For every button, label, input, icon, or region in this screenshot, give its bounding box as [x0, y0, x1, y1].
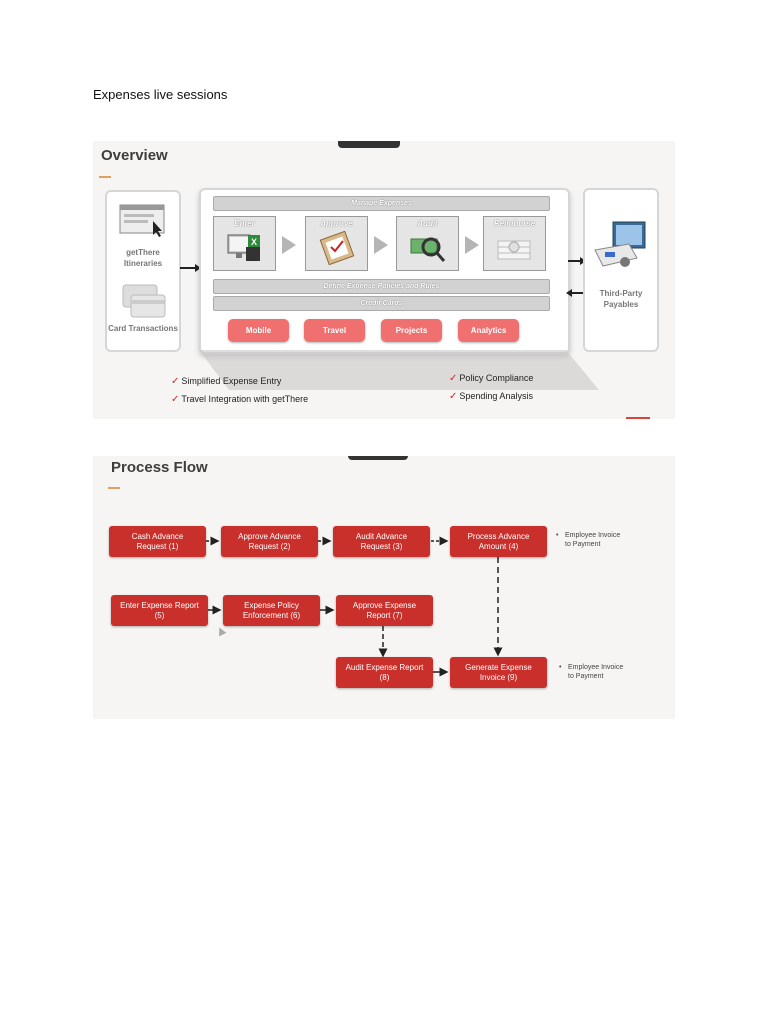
panel-floor-shadow: [199, 350, 599, 390]
process-box-8: Audit Expense Report(8): [336, 657, 433, 688]
credit-cards-bar: Credit Cards: [213, 296, 550, 311]
overview-slide: Overview getThere Itineraries Card Trans…: [93, 141, 675, 419]
check-icon: ✓: [171, 394, 180, 405]
computer-spreadsheet-icon: X: [227, 234, 260, 261]
check-icon: ✓: [449, 391, 458, 402]
channel-projects: Projects: [381, 319, 442, 342]
process-flow-title: Process Flow: [111, 459, 208, 476]
title-underline: [99, 176, 111, 178]
channel-travel: Travel: [304, 319, 365, 342]
credit-cards-icon: [122, 284, 166, 318]
getthere-label: getThere Itineraries: [123, 248, 163, 268]
coin-stack-icon: [497, 240, 531, 260]
magnifier-money-icon: [410, 237, 446, 262]
card-transactions-label: Card Transactions: [108, 324, 178, 333]
check-icon: ✓: [171, 376, 180, 387]
browser-cursor-icon: [119, 204, 165, 237]
right-payables-panel: Third-Party Payables: [583, 188, 659, 352]
document-heading: Expenses live sessions: [93, 87, 228, 102]
title-underline: [108, 487, 120, 489]
manage-expenses-panel: Manage Expenses Enter X Approve Audi: [199, 188, 570, 354]
check-icon: ✓: [449, 373, 458, 384]
arrow-out-to-payables: [568, 257, 586, 265]
define-policies-bar: Define Expense Policies and Rules: [213, 279, 550, 294]
step-arrow-1: [282, 236, 296, 254]
benefit-item: ✓Simplified Expense Entry: [171, 376, 282, 387]
benefit-item: ✓Policy Compliance: [449, 373, 534, 384]
step-approve-label: Approve: [320, 219, 353, 228]
svg-text:X: X: [251, 237, 257, 247]
payables-terminal-icon: [594, 221, 646, 267]
overview-title: Overview: [101, 147, 168, 164]
step-audit-label: Audit: [417, 219, 438, 228]
left-sources-panel: getThere Itineraries Card Transactions: [105, 190, 181, 352]
manage-expenses-bar: Manage Expenses: [213, 196, 550, 211]
channel-analytics: Analytics: [458, 319, 519, 342]
step-audit: Audit: [396, 216, 459, 271]
step-arrow-2: [374, 236, 388, 254]
step-arrow-3: [465, 236, 479, 254]
arrow-into-manage: [180, 264, 201, 272]
slide-top-tab: [338, 141, 400, 148]
process-box-5: Enter Expense Report(5): [111, 595, 208, 626]
benefit-item: ✓Spending Analysis: [449, 391, 533, 402]
arrow-back-from-payables: [566, 289, 584, 297]
step-enter-label: Enter: [234, 219, 255, 228]
step-approve: Approve: [305, 216, 368, 271]
step-enter: Enter X: [213, 216, 276, 271]
step-reimburse: Reimburse: [483, 216, 546, 271]
clipboard-checkmark-icon: [319, 231, 355, 265]
slide-top-tab: [348, 456, 408, 460]
slide-corner-mark: [626, 417, 650, 419]
flow-connectors: [206, 536, 503, 677]
benefit-item: ✓Travel Integration with getThere: [171, 394, 309, 405]
channel-mobile: Mobile: [228, 319, 289, 342]
step-reimburse-label: Reimburse: [493, 219, 536, 228]
third-party-payables-label: Third-Party Payables: [599, 289, 643, 309]
